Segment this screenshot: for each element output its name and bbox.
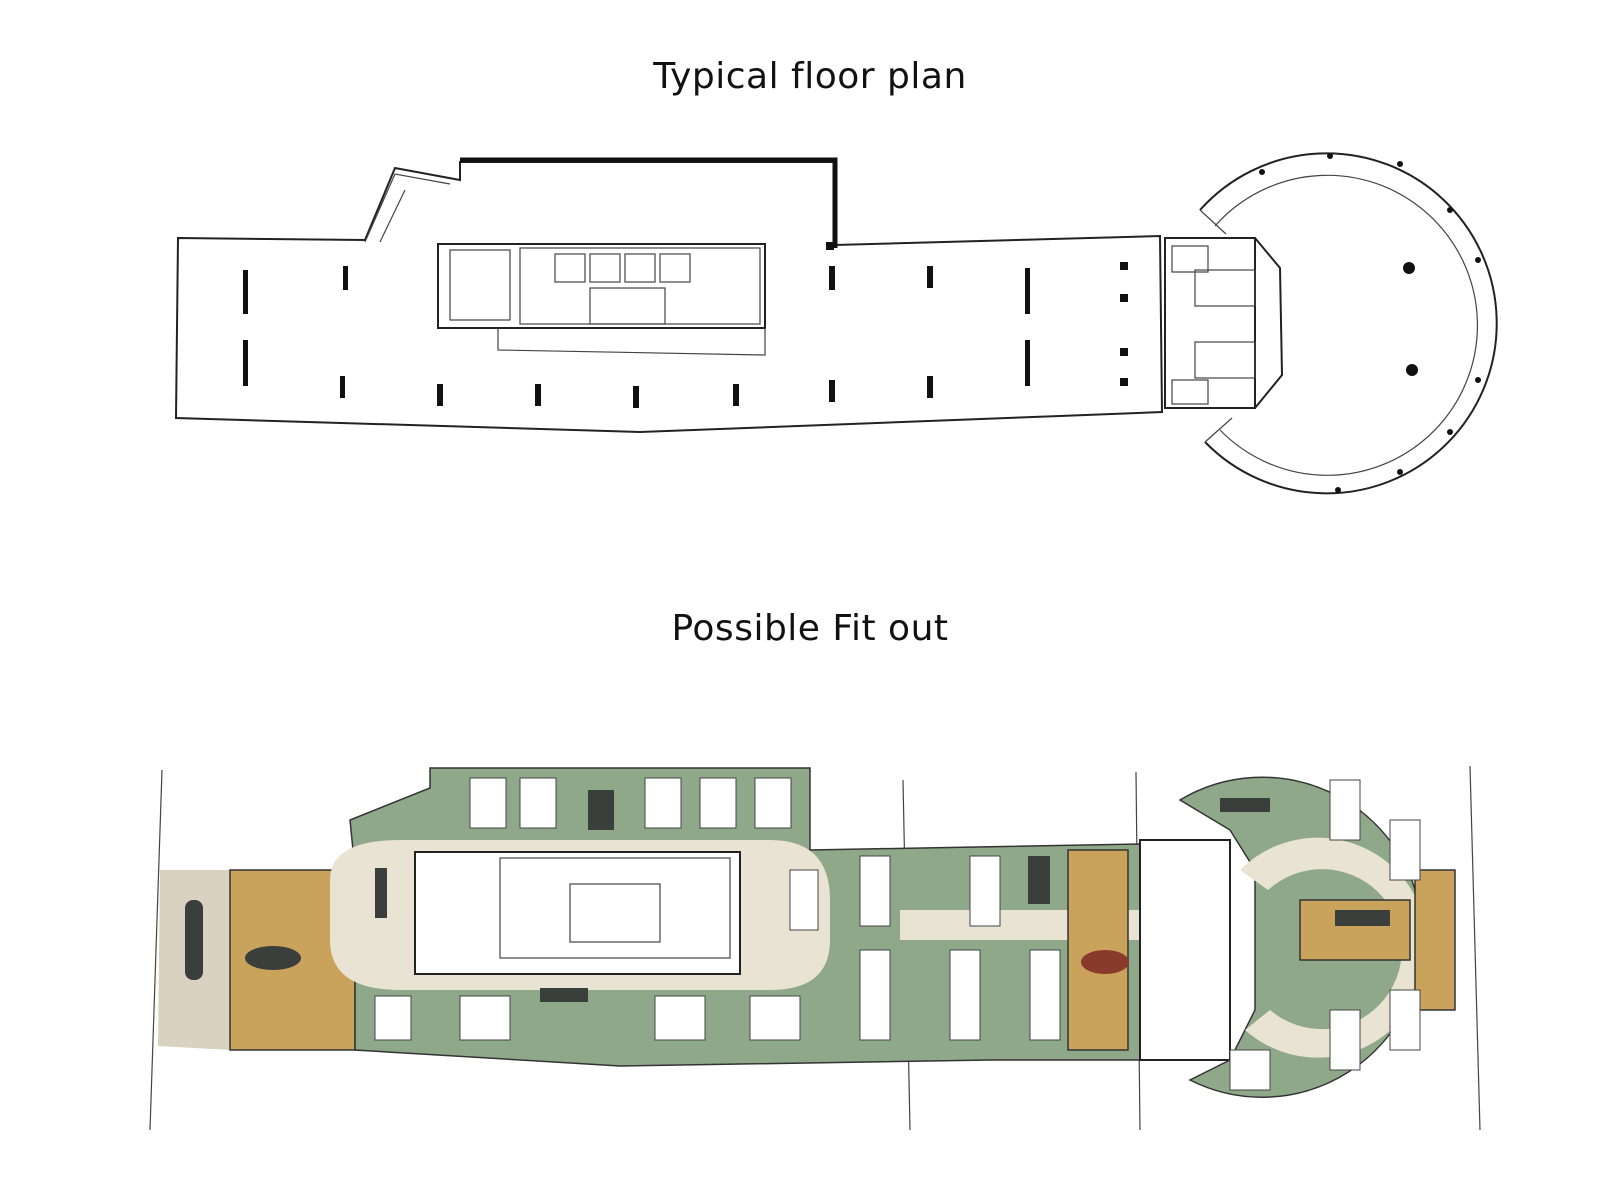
possible-fit-out-title: Possible Fit out (671, 608, 949, 649)
typical-floor-plan-title: Typical floor plan (653, 56, 967, 97)
typical-floor-plan-drawing (174, 152, 1498, 495)
possible-fit-out-drawing (149, 765, 1481, 1131)
east-breakout (1067, 849, 1129, 1051)
east-core (1139, 839, 1231, 1061)
central-core (414, 851, 741, 975)
